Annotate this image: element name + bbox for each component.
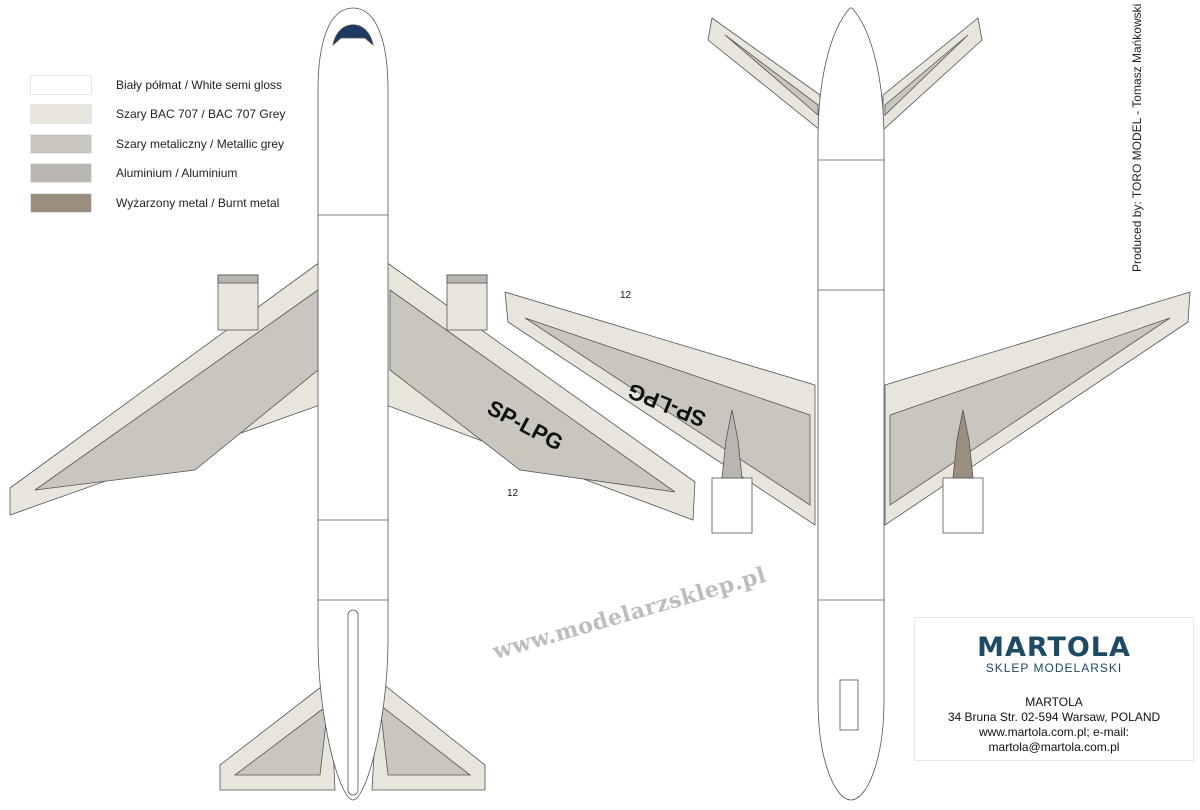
right-wing-panel — [389, 289, 676, 493]
cockpit-cap — [332, 24, 374, 47]
callout-number: 12 — [620, 290, 632, 301]
logo-subtitle: SKLEP MODELARSKI — [985, 661, 1123, 675]
shop-name: MARTOLA — [1025, 695, 1083, 709]
martola-logo: MARTOLA — [977, 632, 1131, 663]
legend-item: Aluminium / Aluminium — [30, 159, 285, 189]
shop-contact[interactable]: www.martola.com.pl; e-mail: martola@mart… — [978, 725, 1130, 754]
credit-text: Produced by: TORO MODEL - Tomasz Mańkows… — [1130, 3, 1144, 272]
legend-label: Biały półmat / White semi gloss — [116, 77, 283, 92]
stabilizer-left-bottom — [707, 17, 821, 131]
right-engine-bottom — [942, 477, 984, 534]
swatch-bac707 — [30, 104, 92, 125]
right-engine — [446, 274, 488, 331]
bottom-view — [504, 7, 1191, 801]
left-engine-bottom — [711, 477, 753, 534]
left-engine — [217, 274, 259, 331]
legend-label: Wyżarzony metal / Burnt metal — [116, 195, 280, 210]
legend-label: Aluminium / Aluminium — [116, 166, 238, 181]
swatch-burnt-metal — [30, 192, 92, 213]
fuselage-top — [317, 7, 389, 801]
legend-item: Szary BAC 707 / BAC 707 Grey — [30, 100, 285, 130]
legend-label: Szary metaliczny / Metallic grey — [116, 136, 285, 151]
legend-item: Szary metaliczny / Metallic grey — [30, 129, 285, 159]
legend-item: Wyżarzony metal / Burnt metal — [30, 188, 285, 218]
color-legend: Biały półmat / White semi gloss Szary BA… — [30, 70, 285, 218]
swatch-metallic-grey — [30, 133, 92, 154]
legend-item: Biały półmat / White semi gloss — [30, 70, 285, 100]
top-view — [9, 7, 696, 801]
callout-number: 12 — [507, 488, 519, 499]
legend-label: Szary BAC 707 / BAC 707 Grey — [116, 107, 286, 122]
vertical-fin-top — [347, 609, 359, 796]
stabilizer-right-bottom — [882, 17, 983, 131]
shop-info: MARTOLA SKLEP MODELARSKI MARTOLA 34 Brun… — [914, 617, 1194, 761]
left-wing-panel — [34, 289, 319, 491]
swatch-white — [30, 74, 92, 95]
swatch-aluminium — [30, 163, 92, 184]
fuselage-bottom — [817, 7, 885, 801]
shop-address: 34 Bruna Str. 02-594 Warsaw, POLAND — [947, 710, 1161, 724]
